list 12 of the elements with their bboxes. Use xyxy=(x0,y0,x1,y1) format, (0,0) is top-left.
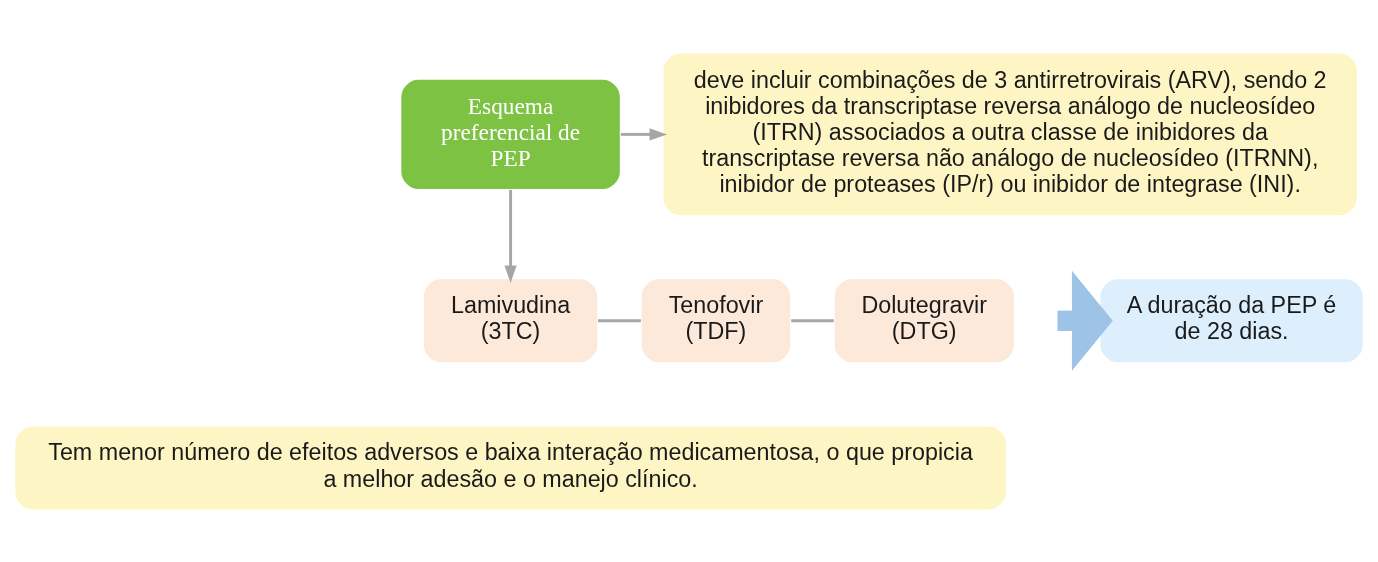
node-box: deve incluir combinações de 3 antirretrovirais (ARV), sendo 2 inibidores da transcriptase reversa análogo de nucleosídeo (ITRN) associados a outra classe de inibidores da transcriptase reversa não análogo de nucleosídeo (ITRNN), inibidor de proteases (IP/r) ou inibidor de integrase (INI). xyxy=(662,51,1359,217)
node-box: Esquema preferencial de PEP xyxy=(399,77,622,190)
connector xyxy=(598,318,641,322)
arrow xyxy=(1057,270,1113,371)
node-box: Tenofovir (TDF) xyxy=(640,277,792,364)
node-box: A duração da PEP é de 28 dias. xyxy=(1099,277,1365,364)
node-box: Dolutegravir (DTG) xyxy=(833,277,1016,364)
arrow xyxy=(620,127,668,141)
arrow xyxy=(504,189,517,283)
connector xyxy=(791,318,834,322)
node-box: Tem menor número de efeitos adversos e baixa interação medicamentosa, o que propicia a melhor adesão e o manejo clínico. xyxy=(13,424,1008,511)
node-box: Lamivudina (3TC) xyxy=(422,277,599,364)
